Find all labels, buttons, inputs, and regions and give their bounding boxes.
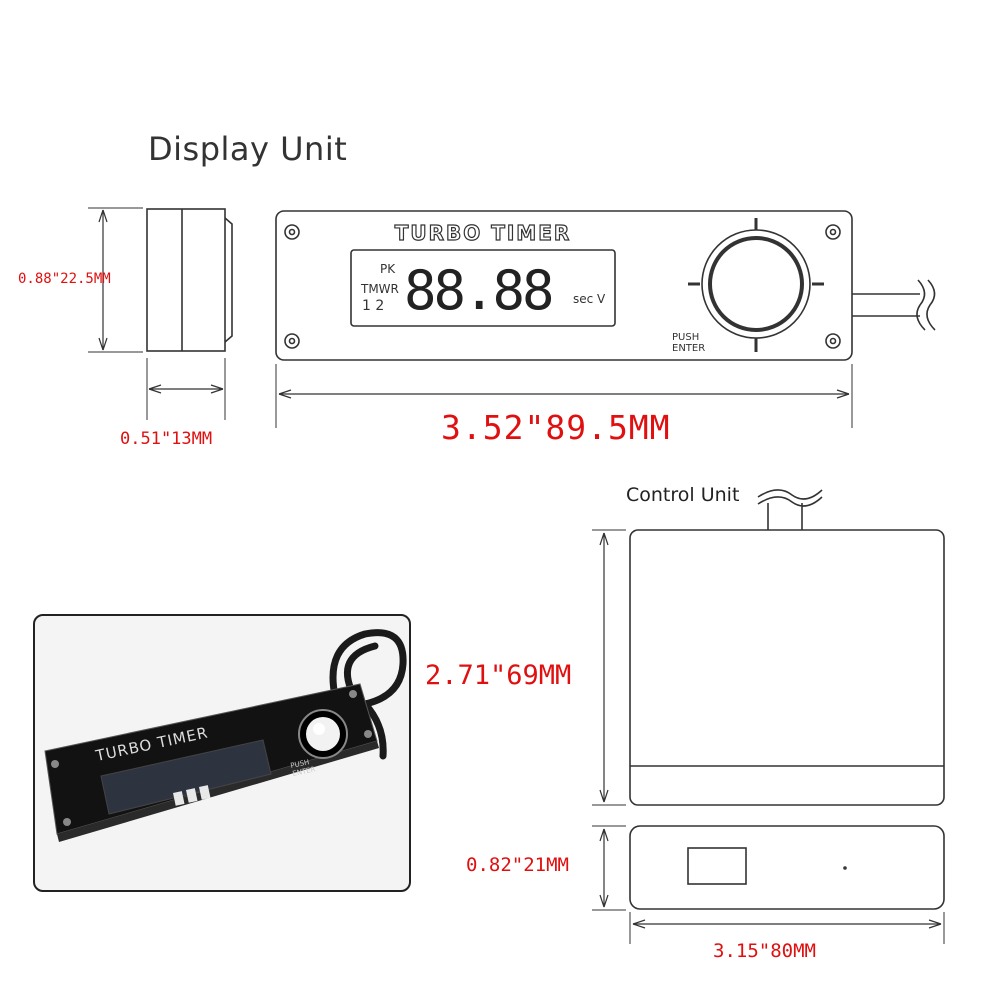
enter-label: ENTER	[672, 343, 705, 354]
display-width-dimension: 3.52"89.5MM	[441, 408, 671, 447]
lcd-label-pk: PK	[380, 262, 396, 276]
lcd-units: sec V	[573, 292, 606, 306]
control-height-dimension: 2.71"69MM	[425, 660, 572, 691]
display-front-view	[275, 210, 853, 361]
product-photo: TURBO TIMER PUSH ENTER	[33, 614, 411, 892]
control-unit-front-view	[629, 529, 945, 806]
panel-label: TURBO TIMER	[395, 221, 572, 245]
control-unit-side-view	[629, 825, 945, 910]
control-width-dimension: 3.15"80MM	[713, 940, 816, 962]
lcd-digits: 88.88	[404, 259, 552, 322]
photo-push-label: PUSH	[290, 758, 310, 770]
display-thickness-dimension: 0.51"13MM	[120, 429, 213, 449]
push-label: PUSH	[672, 332, 699, 343]
display-height-dimension: 0.88"22.5MM	[18, 271, 111, 287]
control-unit-title: Control Unit	[626, 484, 740, 506]
display-unit-title: Display Unit	[148, 130, 348, 168]
lcd-label-tmwr: TMWR	[360, 282, 399, 296]
product-photo-drawing: TURBO TIMER PUSH ENTER	[44, 629, 407, 842]
display-side-view	[146, 208, 226, 352]
lcd-label-channels: 1 2	[362, 298, 384, 314]
control-depth-dimension: 0.82"21MM	[466, 854, 569, 876]
